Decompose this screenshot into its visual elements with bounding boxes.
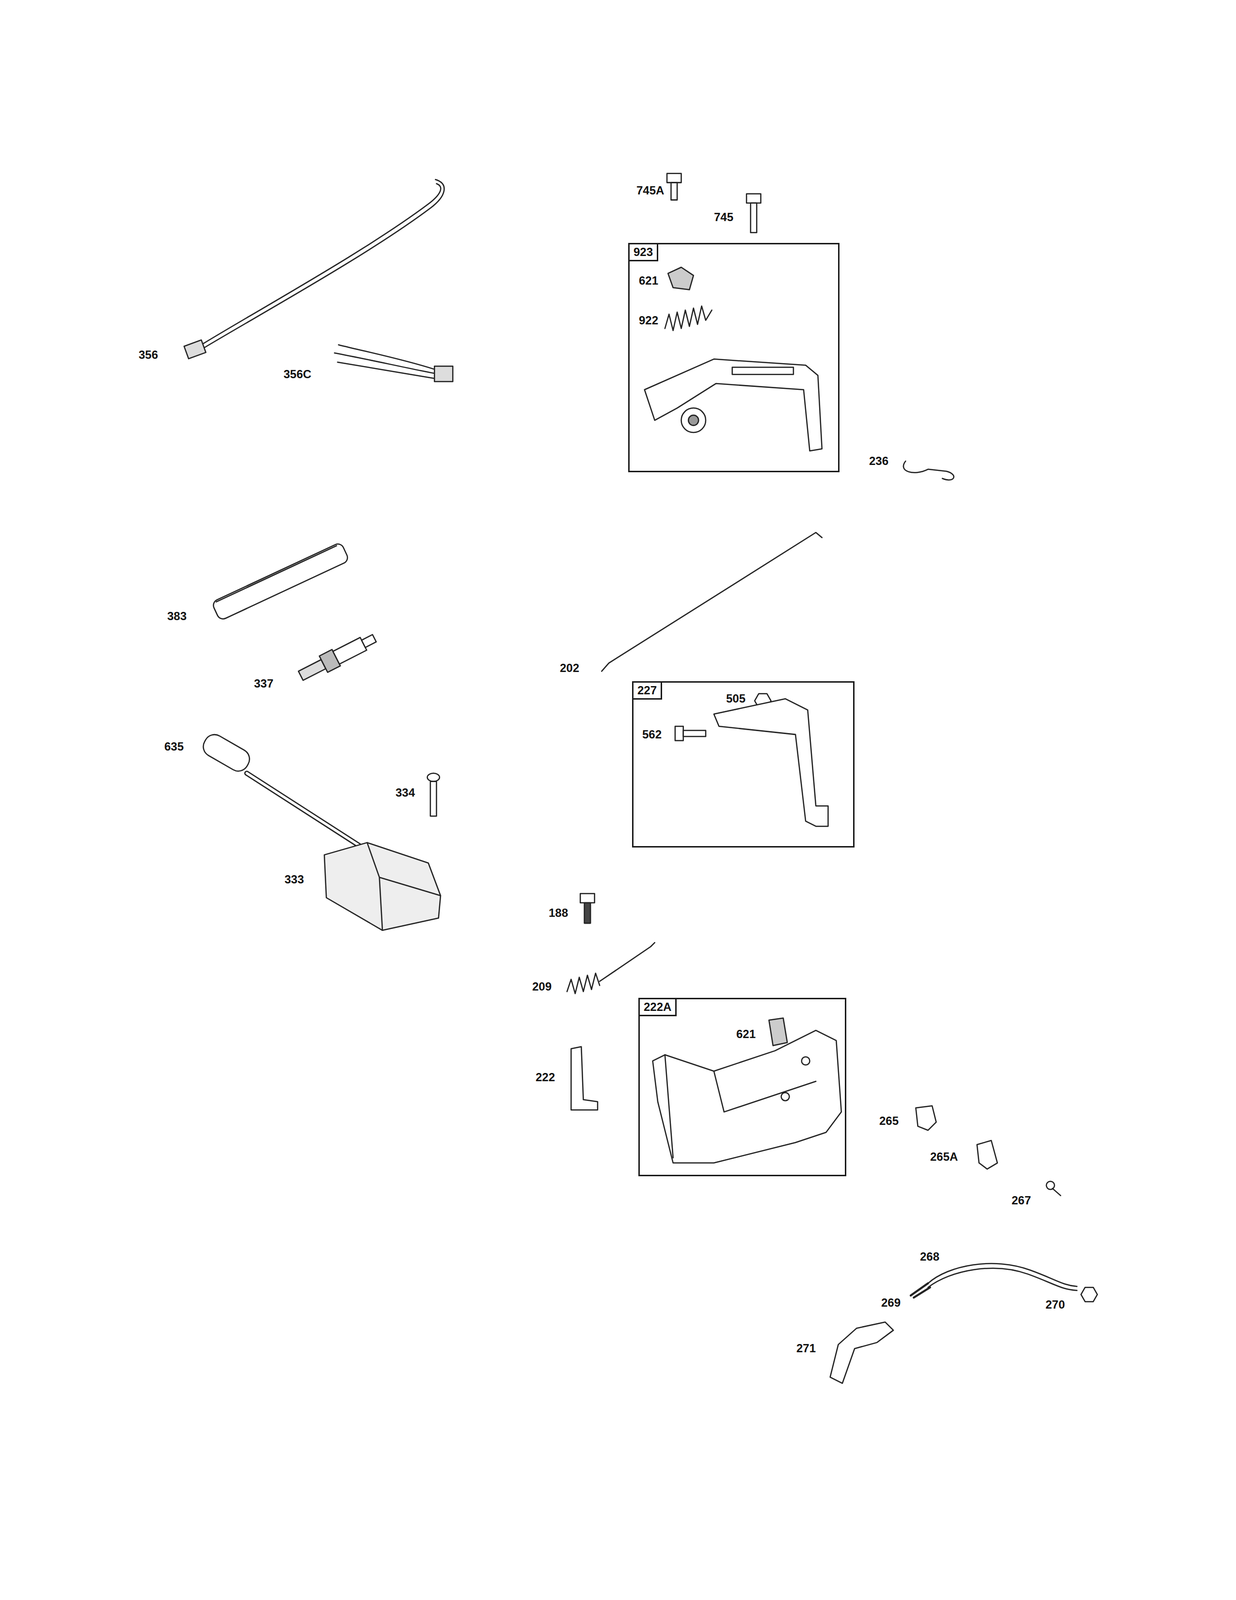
callout-number: 222 — [535, 1070, 555, 1084]
screw-part — [1046, 1180, 1061, 1195]
callout-number: 745A — [636, 184, 665, 197]
callout-number: 333 — [284, 872, 304, 886]
callout-number: 621 — [638, 274, 659, 287]
callout-number: 334 — [395, 786, 415, 799]
callout-number: 356 — [138, 348, 159, 362]
s-hook-part — [903, 460, 954, 480]
callout-number: 236 — [869, 454, 889, 468]
harness-part — [334, 344, 453, 382]
spark-plug-part — [296, 630, 379, 684]
callout-number: 562 — [642, 728, 662, 741]
kit-number: 222A — [639, 998, 677, 1016]
clip-part — [915, 1105, 936, 1130]
lever-part — [675, 693, 829, 827]
callout-number: 265 — [879, 1114, 899, 1127]
callout-number: 621 — [736, 1027, 756, 1041]
callout-number: 202 — [559, 661, 580, 675]
kit-box: 222A — [638, 997, 847, 1176]
control-bracket-part — [652, 1017, 842, 1163]
callout-number: 505 — [726, 692, 746, 705]
bracket-part — [570, 1046, 598, 1110]
rod-part — [601, 532, 822, 671]
callout-number: 267 — [1011, 1193, 1031, 1207]
callout-number: 635 — [164, 740, 184, 753]
callout-number: 383 — [167, 609, 187, 623]
callout-number: 265A — [930, 1150, 958, 1163]
spring-part — [567, 942, 655, 994]
callout-number: 271 — [796, 1341, 816, 1355]
wire-part — [184, 179, 445, 359]
ignition-coil-part — [199, 730, 441, 930]
callout-number: 356C — [283, 367, 312, 381]
lever-part — [830, 1321, 894, 1383]
governor-bracket-part — [644, 267, 823, 451]
callout-number: 270 — [1045, 1298, 1065, 1311]
kit-number: 227 — [633, 682, 663, 700]
kit-number: 923 — [629, 244, 659, 262]
callout-number: 269 — [881, 1296, 901, 1309]
callout-number: 188 — [548, 906, 569, 920]
kit-box: 923 — [628, 242, 840, 473]
callout-number: 922 — [638, 314, 659, 327]
screw-part — [427, 773, 440, 816]
bolt-part — [580, 893, 595, 923]
cable-part — [910, 1263, 1098, 1302]
clip-part — [977, 1140, 998, 1169]
kit-box: 227 — [632, 681, 855, 848]
tool-part — [211, 541, 350, 621]
bolt-part — [666, 173, 761, 233]
callout-number: 209 — [532, 980, 552, 993]
callout-number: 268 — [919, 1250, 940, 1263]
callout-number: 745 — [713, 210, 734, 224]
callout-number: 337 — [253, 677, 274, 690]
